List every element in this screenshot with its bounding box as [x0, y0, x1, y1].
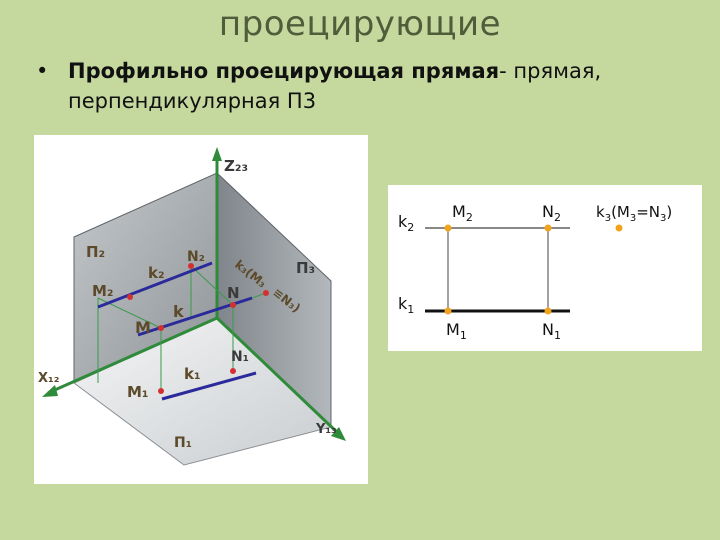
- line-k2: [97, 261, 213, 309]
- n1-label: N₁: [231, 349, 249, 365]
- point-n1: [230, 368, 236, 374]
- plane-p3-label: П₃: [296, 259, 315, 277]
- axis-x-arrow: [42, 385, 58, 397]
- m1-label: M₁: [127, 383, 149, 401]
- point-m2-2d: [444, 224, 452, 232]
- axis-x-label: X₁₂: [38, 371, 59, 386]
- bullet-dot: •: [36, 59, 49, 83]
- n2-label-2d: N2: [542, 202, 561, 224]
- plane-p2-label: П₂: [86, 243, 105, 261]
- point-n2-2d: [544, 224, 552, 232]
- line-k1: [161, 371, 257, 401]
- axis-x: [47, 316, 218, 395]
- point-n: [230, 302, 236, 308]
- n2-label: N₂: [187, 249, 205, 265]
- figure-2d-panel: k2 M2 N2 k3(M3=N3) k1 M1 N1: [388, 185, 702, 351]
- k-label: k: [173, 302, 184, 321]
- m-label: M: [135, 318, 151, 337]
- k1-label: k₁: [184, 365, 201, 383]
- axis-z-label: Z₂₃: [224, 157, 248, 175]
- plane-p1-label: П₁: [174, 435, 192, 451]
- axis-y-arrow: [331, 427, 346, 441]
- figure-3d: Z₂₃ X₁₂ Y₁₃ П₂ П₃ П₁ M₂ k₂ N₂ M k N M₁ k…: [38, 147, 346, 466]
- k3-label-2d: k3(M3=N3): [596, 203, 672, 224]
- point-n1-2d: [544, 307, 552, 315]
- m2-label-2d: M2: [452, 202, 473, 224]
- axis-z-arrow: [212, 147, 222, 161]
- figure-3d-panel: Z₂₃ X₁₂ Y₁₃ П₂ П₃ П₁ M₂ k₂ N₂ M k N M₁ k…: [34, 135, 368, 484]
- point-m1: [158, 388, 164, 394]
- bullet-text: Профильно проецирующая прямая- прямая, п…: [68, 56, 708, 116]
- n-label: N: [227, 284, 240, 302]
- point-n2: [188, 263, 194, 269]
- projector-n-n2: [190, 265, 234, 306]
- k2-label: k₂: [148, 264, 165, 282]
- bullet-term: Профильно проецирующая прямая: [68, 59, 500, 83]
- m2-label: M₂: [92, 282, 114, 300]
- k2-label-2d: k2: [398, 212, 414, 234]
- point-m2: [127, 294, 133, 300]
- slide-title: проецирующие: [218, 4, 502, 44]
- m1-label-2d: M1: [446, 320, 467, 342]
- point-k3: [263, 290, 269, 296]
- point-k3-2d: [615, 224, 623, 232]
- bullet-definition: - прямая, перпендикулярная П3: [68, 59, 602, 113]
- point-m1-2d: [444, 307, 452, 315]
- n1-label-2d: N1: [542, 320, 561, 342]
- k1-label-2d: k1: [398, 294, 414, 316]
- figure-2d: k2 M2 N2 k3(M3=N3) k1 M1 N1: [398, 202, 672, 342]
- axis-y-label: Y₁₃: [315, 422, 337, 437]
- point-m: [158, 325, 164, 331]
- axis-y: [215, 316, 342, 437]
